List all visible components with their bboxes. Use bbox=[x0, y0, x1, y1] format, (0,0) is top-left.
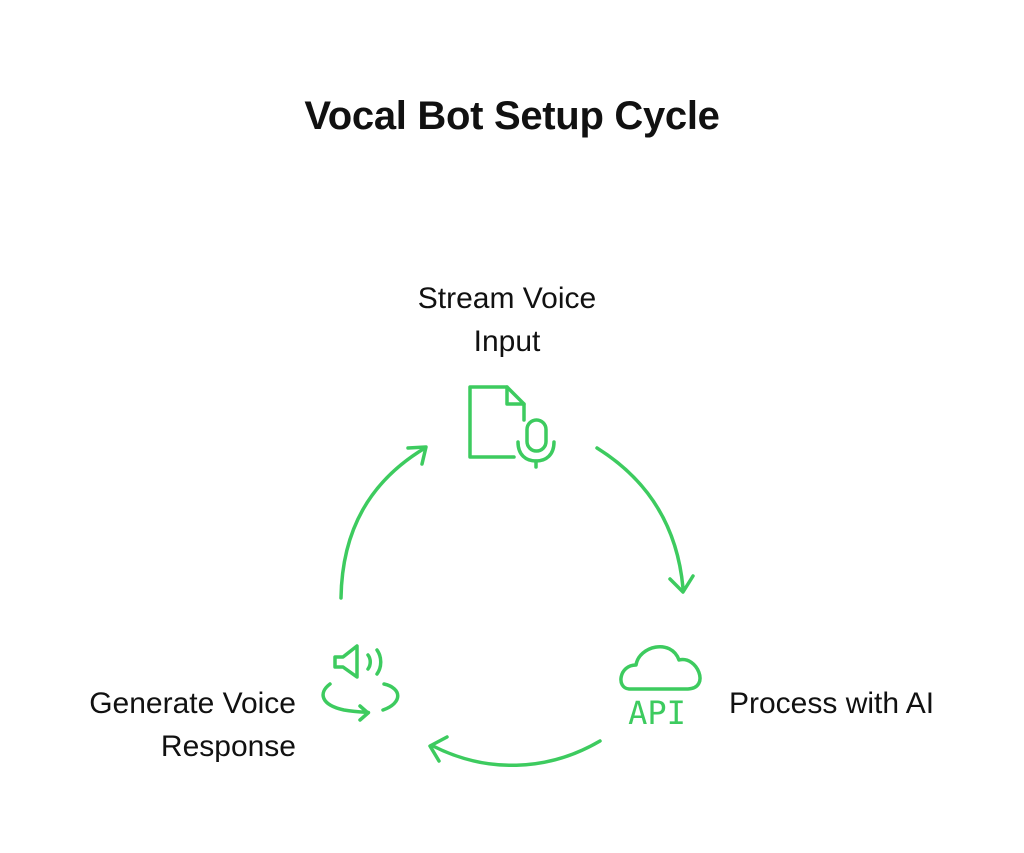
node-label-generate-voice-response: Generate Voice Response bbox=[20, 682, 296, 768]
node-label-line: Generate Voice bbox=[89, 687, 296, 720]
node-label-line: Process with AI bbox=[729, 687, 935, 720]
file-microphone-icon bbox=[468, 385, 556, 469]
cloud-api-icon: API bbox=[619, 645, 702, 732]
node-label-line: Stream Voice bbox=[417, 282, 597, 315]
arrow-generate-to-stream bbox=[339, 445, 428, 600]
arrow-process-to-generate bbox=[428, 735, 602, 767]
node-label-line: Input bbox=[473, 325, 541, 358]
cloud-api-icon-text: API bbox=[628, 694, 686, 732]
speaker-cycle-icon bbox=[321, 644, 400, 722]
node-label-process-with-ai: Process with AI bbox=[729, 682, 1019, 725]
arrow-stream-to-process bbox=[595, 446, 695, 594]
diagram-title: Vocal Bot Setup Cycle bbox=[304, 94, 720, 138]
node-label-stream-voice-input: Stream Voice Input bbox=[357, 277, 657, 363]
node-label-line: Response bbox=[160, 730, 296, 763]
